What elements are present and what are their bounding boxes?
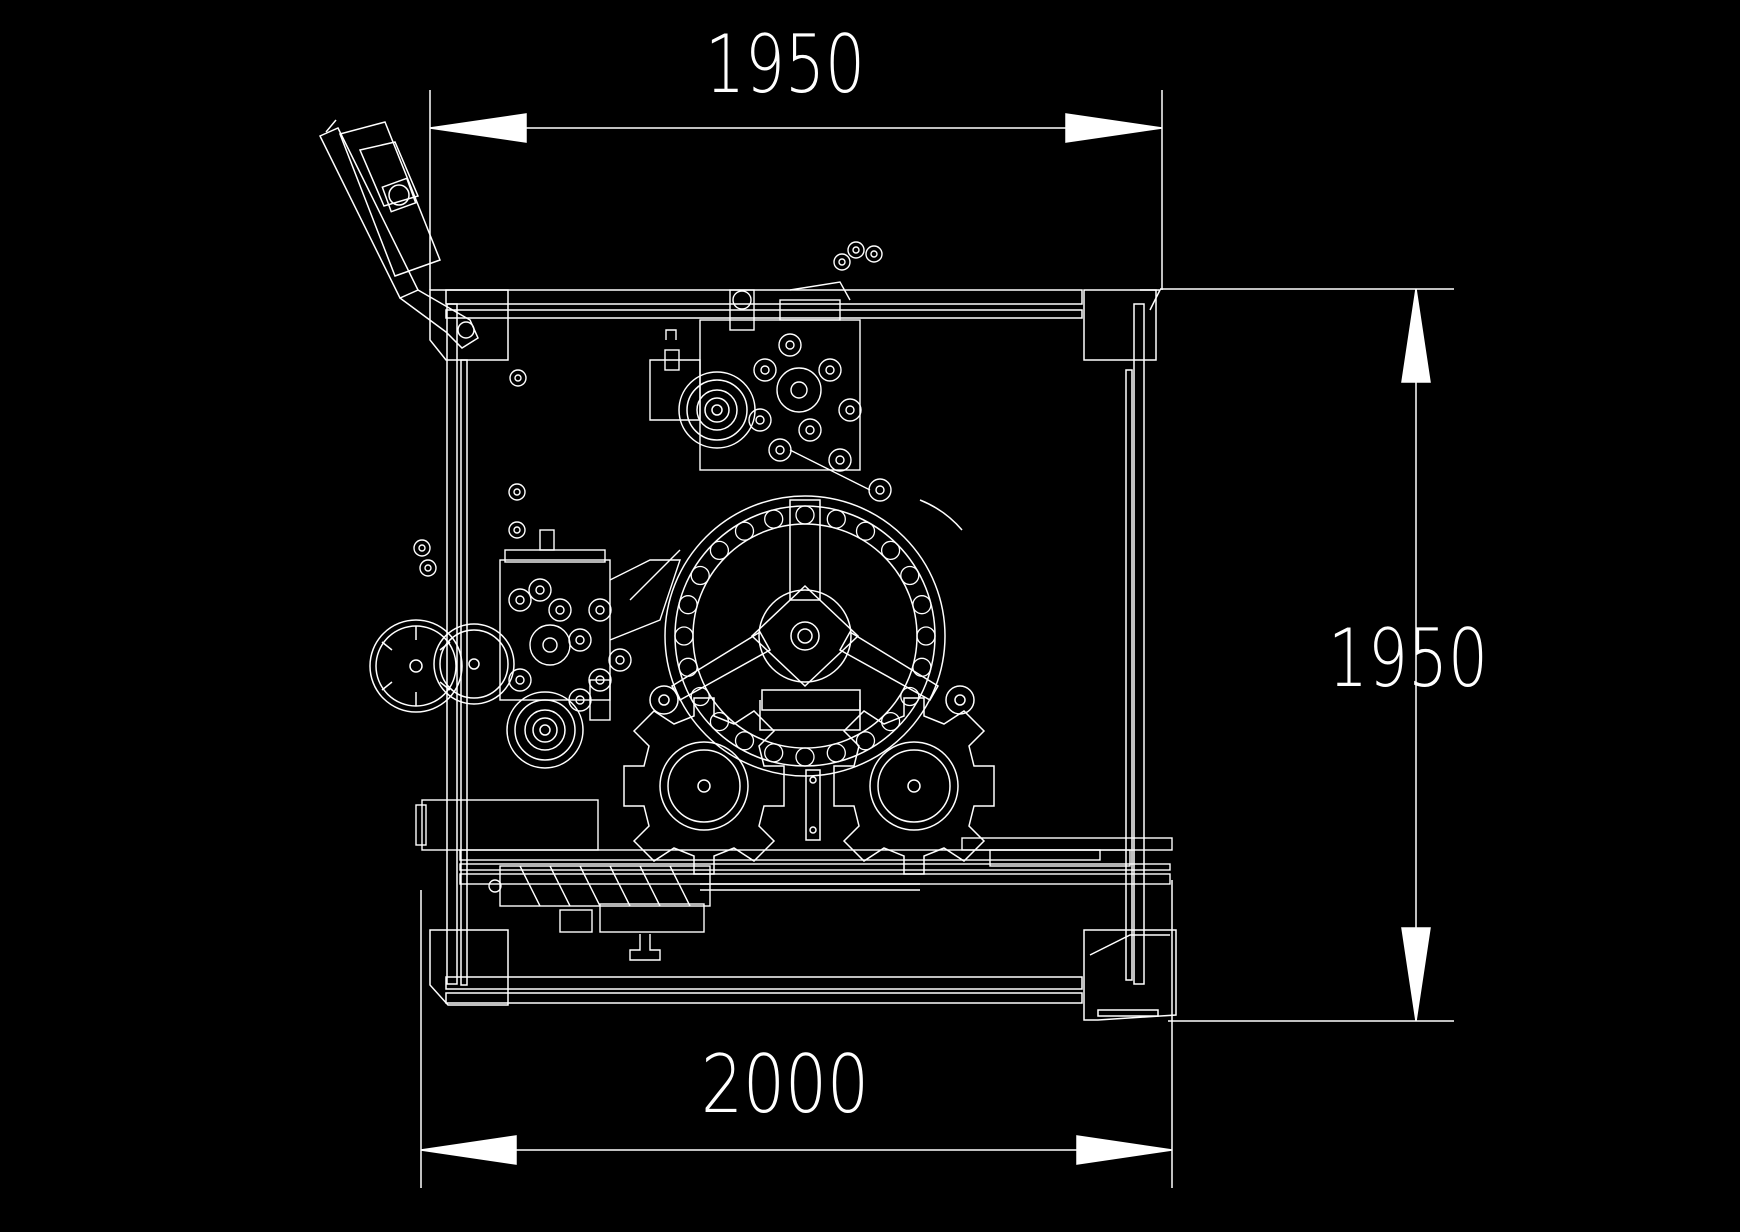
main-turret-wheel: [649, 495, 975, 777]
upper-small-roll: [776, 367, 822, 413]
left-label-roll: [506, 691, 584, 769]
conveyor: [415, 799, 1173, 891]
center-guide: [805, 769, 821, 841]
turret-pockets: [674, 505, 936, 767]
left-second-drum: [433, 623, 515, 705]
misc-fixtures: [413, 241, 883, 577]
control-panel-arm: [318, 119, 479, 349]
left-pulley-set: [508, 578, 632, 712]
upper-labeling-station: [649, 281, 871, 491]
machine-frame: [429, 289, 1177, 1021]
left-small-roll: [529, 624, 571, 666]
dimension-right-height: 1950: [1328, 612, 1488, 705]
upper-label-roll: [678, 371, 756, 449]
dimension-bottom-width: 2000: [701, 1038, 869, 1131]
dimension-lines: [420, 90, 1454, 1188]
left-labeling-station: [499, 529, 681, 721]
left-label-drum: [369, 619, 463, 713]
dimension-top-width: 1950: [705, 18, 865, 111]
upper-pulley-set: [748, 333, 892, 502]
feed-screw: [488, 865, 711, 961]
